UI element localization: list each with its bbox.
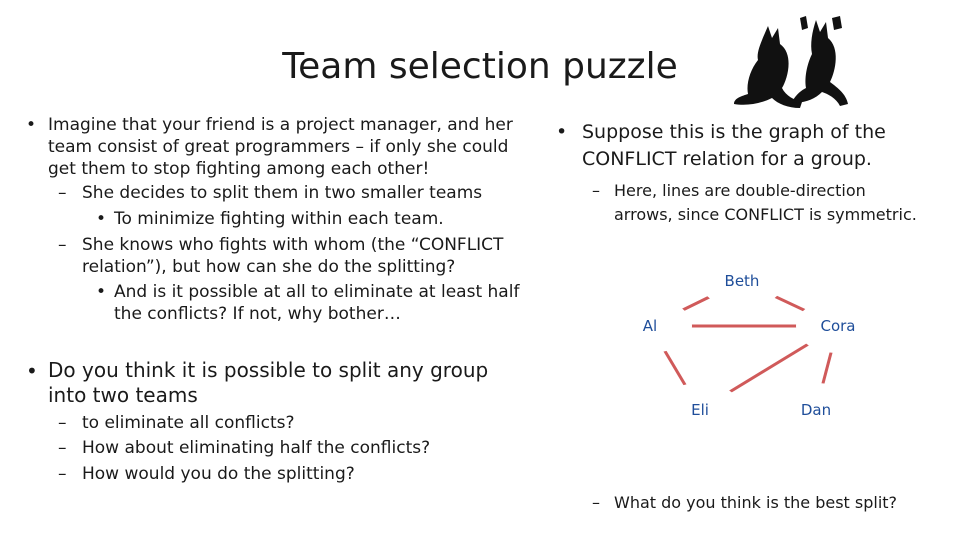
dash-marker: – xyxy=(592,493,600,512)
text-line: to eliminate all conflicts? xyxy=(82,413,295,433)
text-line: She knows who fights with whom (the “CON… xyxy=(82,235,504,255)
node-al: Al xyxy=(608,299,692,353)
bullet-dot: • xyxy=(26,359,38,383)
text-line: Imagine that your friend is a project ma… xyxy=(48,115,513,135)
dash-marker: – xyxy=(58,413,67,433)
text-line: To minimize fighting within each team. xyxy=(114,209,444,229)
dash-marker: – xyxy=(58,438,67,458)
node-beth: Beth xyxy=(700,254,784,308)
dash-marker: – xyxy=(592,181,600,200)
text-line: the conflicts? If not, why bother… xyxy=(114,304,401,324)
text-line: Here, lines are double-direction xyxy=(614,181,866,200)
text-line: She decides to split them in two smaller… xyxy=(82,183,483,203)
silhouette-cats-icon xyxy=(734,16,848,108)
text-line: What do you think is the best split? xyxy=(614,493,898,512)
text-line: And is it possible at all to eliminate a… xyxy=(114,282,520,302)
conflict-graph: Beth Al Cora Eli Dan xyxy=(590,250,890,450)
node-dan: Dan xyxy=(774,383,858,437)
dash-marker: – xyxy=(58,235,67,255)
text-line: How would you do the splitting? xyxy=(82,464,355,484)
bullet-dot: • xyxy=(556,121,568,143)
text-line: get them to stop fighting among each oth… xyxy=(48,159,430,179)
text-line: arrows, since CONFLICT is symmetric. xyxy=(614,205,917,224)
bullet-dot: • xyxy=(96,282,107,302)
bullet-dot: • xyxy=(96,209,107,229)
node-eli: Eli xyxy=(658,383,742,437)
text-line: team consist of great programmers – if o… xyxy=(48,137,509,157)
text-line: into two teams xyxy=(48,383,198,407)
slide-title: Team selection puzzle xyxy=(282,46,678,87)
node-cora: Cora xyxy=(796,299,880,353)
text-line: CONFLICT relation for a group. xyxy=(582,148,872,170)
text-line: How about eliminating half the conflicts… xyxy=(82,438,431,458)
bullet-dot: • xyxy=(26,115,37,135)
text-line: Do you think it is possible to split any… xyxy=(48,358,489,382)
text-line: relation”), but how can she do the split… xyxy=(82,257,456,277)
dash-marker: – xyxy=(58,464,67,484)
dash-marker: – xyxy=(58,183,67,203)
text-line: Suppose this is the graph of the xyxy=(582,121,886,143)
